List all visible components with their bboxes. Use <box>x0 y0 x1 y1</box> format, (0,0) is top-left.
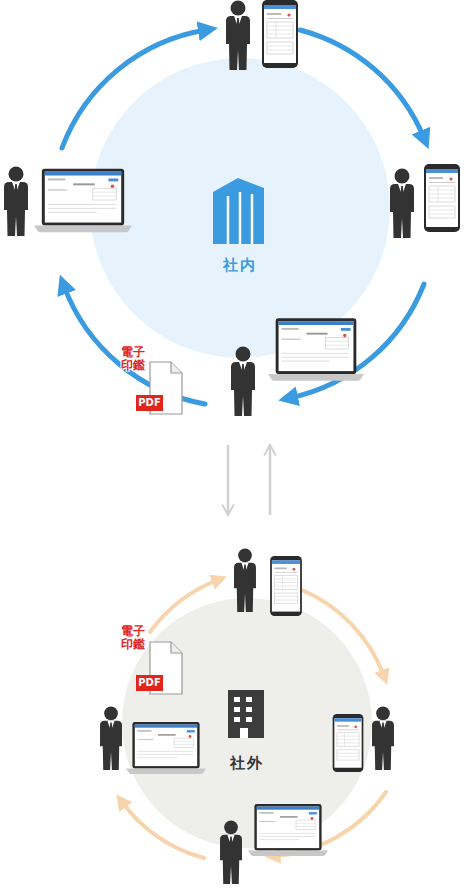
circle-outline <box>122 598 372 848</box>
cycle-arrows <box>62 30 424 404</box>
pdf-label: PDF <box>136 395 163 411</box>
pdf-badge: PDF <box>136 675 163 691</box>
flow-connector <box>227 445 230 515</box>
pdf-label: PDF <box>136 675 163 691</box>
smartphone-icon <box>262 0 298 68</box>
person-icon <box>390 169 414 239</box>
person-icon <box>100 706 122 770</box>
cycle-arrows <box>122 580 386 858</box>
smartphone-icon <box>424 164 460 232</box>
person-icon <box>4 167 28 237</box>
pdf-badge: PDF <box>136 395 163 411</box>
e-seal-stamp: 電子 印鑑 <box>119 346 147 372</box>
flow-connector <box>269 445 272 515</box>
in-house-circle: 社内 <box>90 58 390 358</box>
group-label: 社内 <box>90 256 390 275</box>
person-icon <box>372 706 394 770</box>
external-circle: 社外 <box>122 598 372 848</box>
circle-fill <box>90 58 390 358</box>
e-seal-stamp: 電子 印鑑 <box>119 625 147 651</box>
circle-fill <box>122 598 372 848</box>
circle-outline <box>90 58 390 358</box>
group-label: 社外 <box>122 754 372 773</box>
